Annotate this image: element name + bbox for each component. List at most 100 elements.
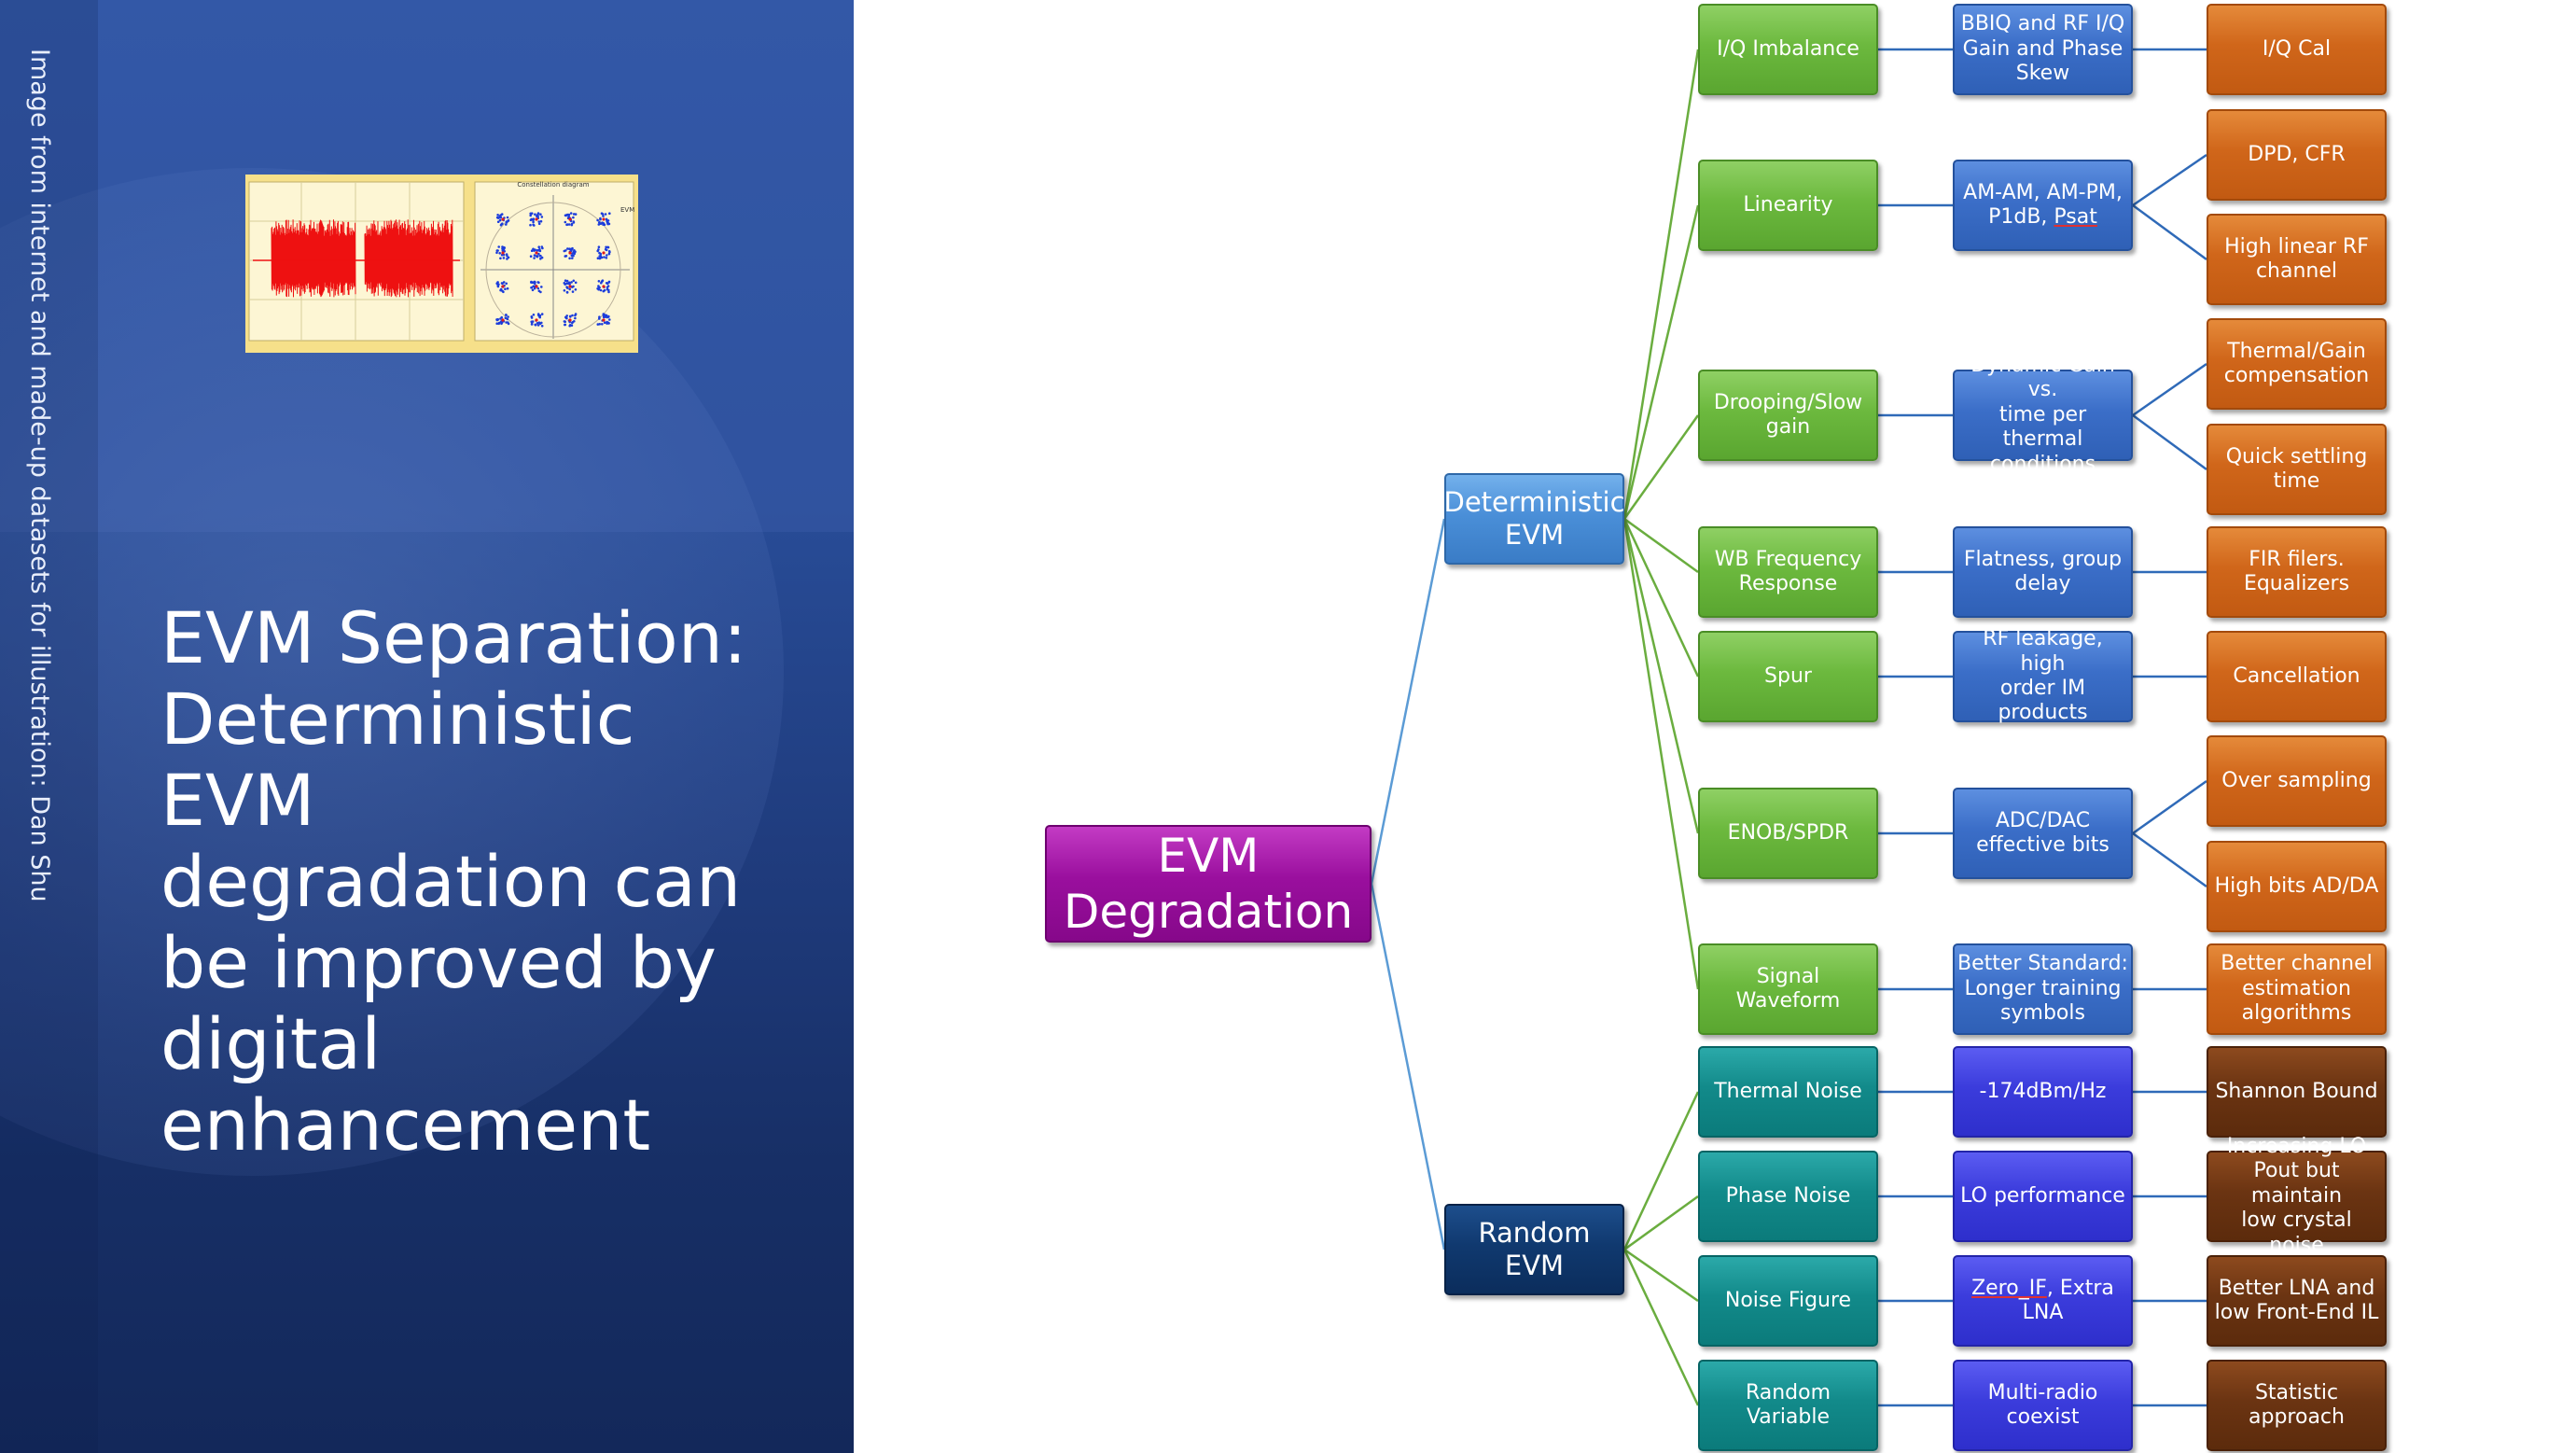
node-label-line: LO performance (1960, 1183, 2125, 1208)
cause-node-random-variable: Random Variable (1698, 1360, 1878, 1451)
title-line: EVM (160, 759, 315, 842)
constellation-cluster (563, 279, 578, 294)
connector-line (2132, 779, 2207, 835)
constellation-cluster (564, 212, 578, 227)
title-line: digital (160, 1002, 382, 1085)
title-line: enhancement (160, 1083, 651, 1167)
node-label-line: Multi-radio (1987, 1380, 2098, 1404)
node-label: I/Q Imbalance (1717, 37, 1859, 62)
node-label-line: gain (1765, 415, 1811, 439)
left-panel-strip (0, 0, 98, 1453)
node-label-line: order IM products (1998, 677, 2088, 725)
node-label: Thermal Noise (1714, 1080, 1862, 1104)
cause-node-spur: Spur (1698, 631, 1878, 722)
title-line: be improved by (160, 921, 717, 1004)
constellation-cluster (495, 314, 510, 326)
node-label-line: High linear RF (2224, 234, 2369, 258)
node-label-line: coexist (2006, 1405, 2080, 1429)
node-label-line: ENOB/SPDR (1727, 820, 1849, 845)
node-label: Over sampling (2221, 769, 2371, 793)
node-label-line: Dynamic Gain vs. (1970, 354, 2115, 402)
remedy-node-shannon-bound: Shannon Bound (2207, 1046, 2387, 1138)
connector-line (1623, 1248, 1699, 1303)
remedy-node-cancellation: Cancellation (2207, 631, 2387, 722)
mechanism-node-am-am-am-pm-p1db-psat: AM-AM, AM-PM,P1dB, Psat (1953, 160, 2133, 251)
node-label-line: estimation (2242, 976, 2351, 1000)
node-label-line: Equalizers (2243, 572, 2350, 595)
node-label-line: Response (1738, 572, 1838, 595)
constellation-axes (480, 195, 630, 339)
node-label-line: time (2273, 469, 2320, 493)
constellation-cluster (495, 281, 509, 294)
node-label-line: I/Q Cal (2262, 36, 2332, 61)
node-label-line: Gain and Phase (1962, 36, 2123, 61)
node-label-line: Increasing LO (2226, 1135, 2367, 1159)
node-label: Random Variable (1703, 1381, 1873, 1431)
node-label-line: Better channel (2221, 952, 2373, 976)
constellation-panel (474, 181, 634, 342)
connector-line (1622, 518, 1700, 990)
node-label-line: Shannon Bound (2215, 1079, 2378, 1103)
node-label-line: Linearity (1743, 192, 1833, 217)
node-label: Cancellation (2233, 664, 2360, 689)
node-label-line: AM-AM, AM-PM, (1963, 180, 2123, 204)
node-label-line: Degradation (1063, 885, 1354, 939)
constellation-evm-label: EVM (620, 206, 634, 214)
mechanism-node-174dbm-hz: -174dBm/Hz (1953, 1046, 2133, 1138)
connector-line (1622, 518, 1700, 834)
node-label-line: P1dB, Psat (1988, 205, 2097, 229)
node-label-line: EVM (1504, 519, 1565, 551)
node-label-line: Pout but maintain (2250, 1159, 2343, 1208)
node-label-line: Better LNA and (2218, 1276, 2375, 1300)
node-label-line: EVM (1157, 829, 1260, 883)
node-label-line: Skew (2015, 62, 2070, 86)
waveform-trace (253, 219, 460, 298)
slide-title: EVM Separation: Deterministic EVM degrad… (160, 597, 832, 1166)
remedy-node-i-q-cal: I/Q Cal (2207, 4, 2387, 95)
node-label-line: Statistic approach (2249, 1380, 2345, 1429)
connector-line (2132, 831, 2207, 888)
connector-line (1622, 204, 1700, 520)
cause-node-linearity: Linearity (1698, 160, 1878, 251)
cause-node-phase-noise: Phase Noise (1698, 1151, 1878, 1242)
node-label-line: FIR filers. (2249, 547, 2345, 571)
node-label: High bits AD/DA (2215, 874, 2379, 899)
remedy-node-statistic-approach: Statistic approach (2207, 1360, 2387, 1451)
connector-line (1622, 1249, 1700, 1406)
constellation-cluster (495, 245, 510, 260)
node-label: Noise Figure (1725, 1289, 1851, 1313)
node-label-line: Quick settling (2225, 444, 2368, 468)
node-label-line: low Front-End IL (2214, 1301, 2379, 1324)
constellation-cluster (596, 313, 611, 326)
constellation-cluster (529, 245, 544, 260)
node-label: Linearity (1743, 193, 1832, 217)
node-label-line: Cancellation (2233, 664, 2360, 688)
connector-line (2132, 362, 2207, 417)
constellation-cluster (563, 313, 578, 328)
cause-node-i-q-imbalance: I/Q Imbalance (1698, 4, 1878, 95)
connector-line (2132, 203, 2207, 261)
node-label-line: Zero_IF, Extra LNA (1971, 1276, 2114, 1324)
node-label-line: Random (1478, 1217, 1591, 1250)
node-label-line: Signal Waveform (1735, 964, 1841, 1013)
connector-line (2132, 413, 2207, 471)
node-label-line: DPD, CFR (2248, 142, 2346, 166)
node-label-line: algorithms (2241, 1001, 2352, 1026)
connector-line (1623, 517, 1699, 574)
node-label-line: I/Q Imbalance (1717, 36, 1859, 61)
node-label-line: Phase Noise (1725, 1183, 1851, 1208)
node-label-line: effective bits (1976, 833, 2110, 857)
